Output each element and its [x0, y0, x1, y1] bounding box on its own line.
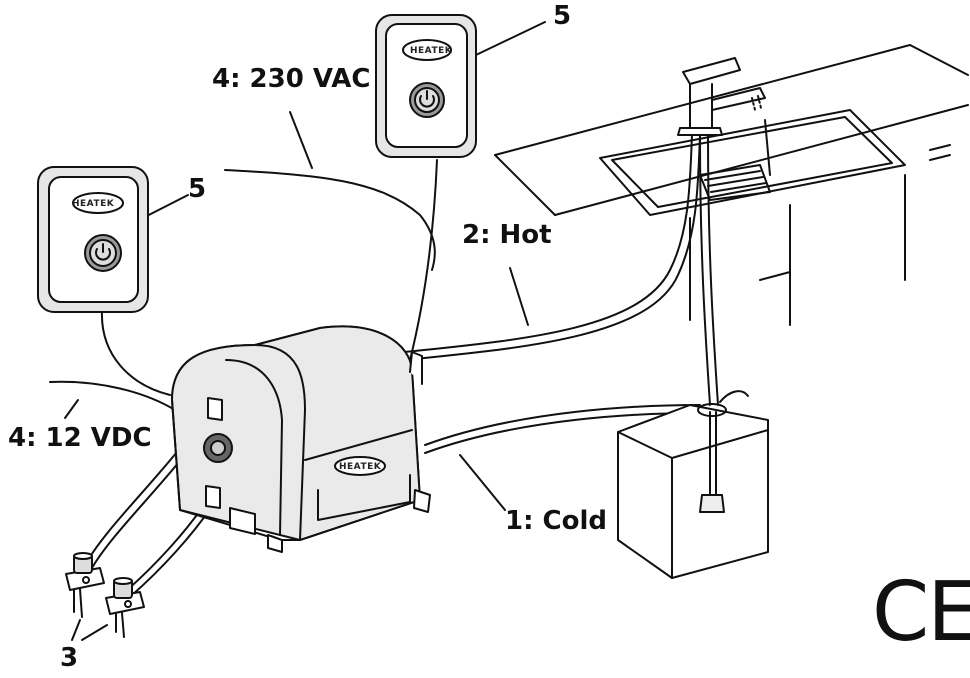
- label-230vac: 4: 230 VAC: [212, 64, 371, 94]
- countertop: [494, 44, 969, 326]
- label-hot: 2: Hot: [462, 220, 552, 250]
- faucet: [677, 57, 766, 136]
- wall-switch-left: [37, 166, 149, 313]
- angle-valve-left: [65, 552, 105, 618]
- label-valves: 3: [60, 643, 79, 673]
- angle-valve-right: [105, 577, 145, 638]
- cables: [49, 159, 438, 411]
- water-tank: [617, 403, 769, 579]
- brand-plate-unit: HEATEK: [339, 462, 382, 472]
- label-cold: 1: Cold: [505, 506, 608, 536]
- brand-plate-top: HEATEK: [410, 46, 453, 56]
- label-switch-left: 5: [188, 174, 207, 204]
- wall-switch-top: [375, 14, 477, 158]
- brand-plate-left: HEATEK: [72, 199, 115, 209]
- label-12vdc: 4: 12 VDC: [8, 423, 152, 453]
- label-switch-top: 5: [553, 1, 572, 31]
- ce-mark: CE: [872, 565, 970, 660]
- heater-unit: [171, 325, 431, 553]
